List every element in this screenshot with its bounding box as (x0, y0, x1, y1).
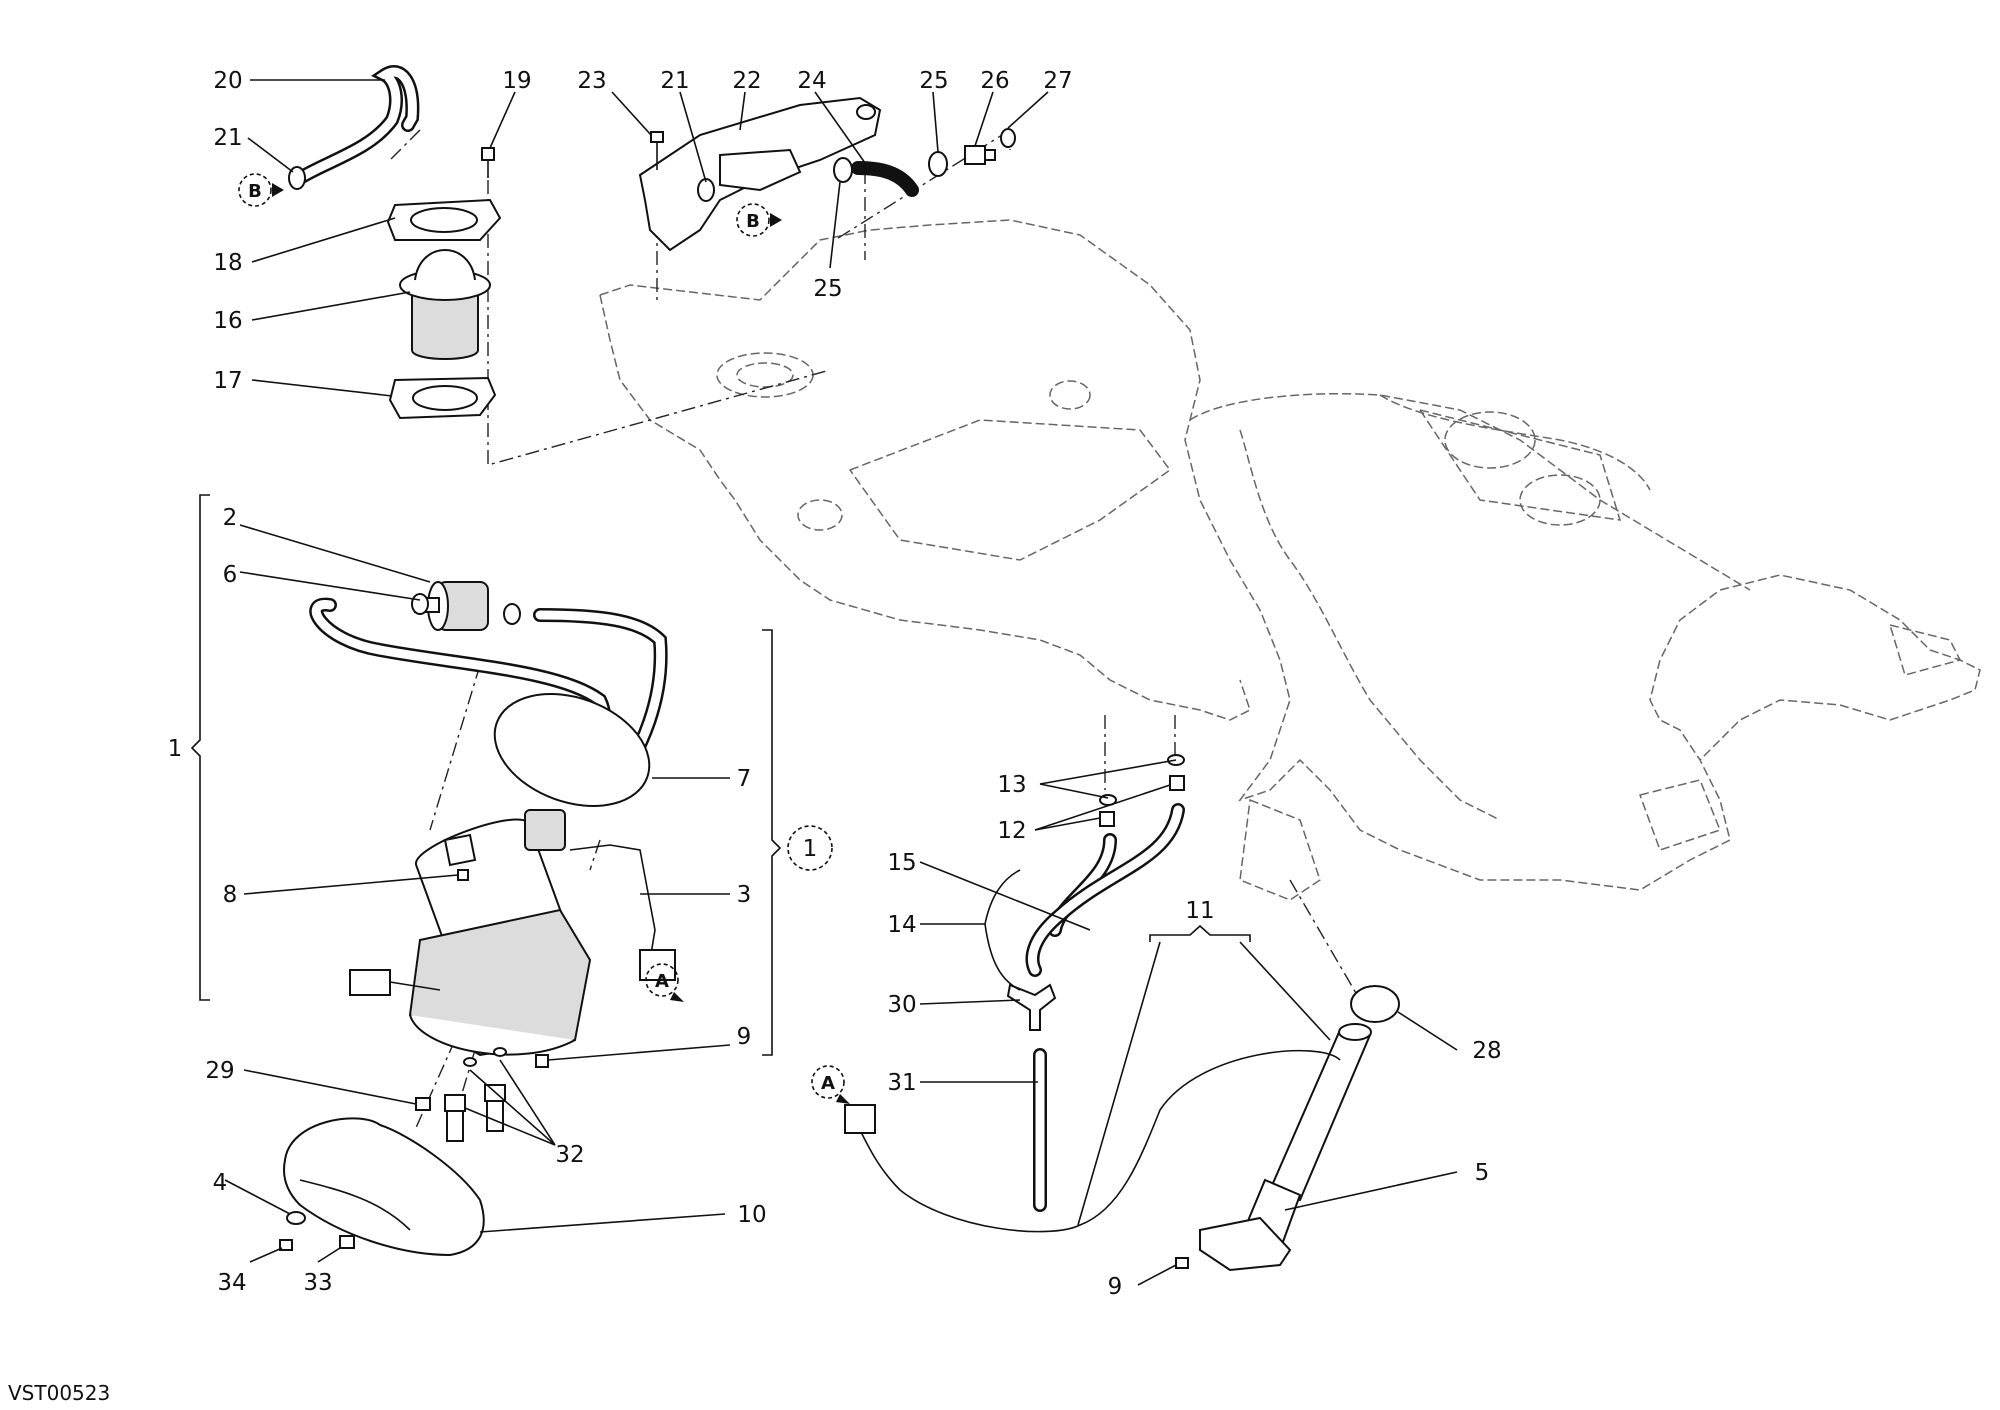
reference-marker-B-top: B (238, 173, 284, 207)
fitting-12-left (1099, 811, 1115, 827)
screws-8 (457, 869, 469, 881)
reference-marker-A-sender: A (811, 1065, 850, 1104)
washer-4 (286, 1211, 306, 1225)
screw-34 (279, 1239, 293, 1251)
svg-text:A: A (655, 971, 669, 992)
tank-bracket-22 (638, 96, 882, 252)
callout-33: 33 (303, 1270, 332, 1296)
o-ring-27 (1000, 128, 1016, 148)
svg-text:B: B (746, 211, 760, 232)
reference-marker-B-mid: B (736, 203, 782, 237)
callout-7: 7 (737, 766, 752, 792)
fuel-pump-3 (349, 809, 676, 1057)
hose-clamp-21-mid (697, 178, 715, 202)
nut-33 (339, 1235, 355, 1249)
callout-11: 11 (1185, 898, 1214, 924)
svg-text:B: B (248, 181, 262, 202)
callout-12: 12 (997, 818, 1026, 844)
callout-23: 23 (577, 68, 606, 94)
screw-19 (481, 147, 495, 178)
callout-22: 22 (732, 68, 761, 94)
screw-9-gauge (1175, 1257, 1189, 1269)
callout-25-top: 25 (919, 68, 948, 94)
callout-8: 8 (223, 882, 238, 908)
callout-15: 15 (887, 850, 916, 876)
callout-34: 34 (217, 1270, 246, 1296)
callout-9-gauge: 9 (1108, 1274, 1123, 1300)
callout-4: 4 (213, 1170, 228, 1196)
callout-1: 1 (168, 736, 183, 762)
callout-13: 13 (997, 772, 1026, 798)
callout-labels: 20 21 19 18 16 17 23 21 22 24 25 26 27 2… (168, 68, 1502, 1300)
o-ring-7 (493, 692, 651, 808)
callout-5: 5 (1475, 1160, 1490, 1186)
fuel-level-sender-11 (844, 985, 1400, 1272)
screws-9-pump (535, 1054, 549, 1068)
group-brace-1 (190, 494, 210, 1001)
callout-9-pump: 9 (737, 1024, 752, 1050)
connector-A (844, 1104, 876, 1134)
callout-28: 28 (1472, 1038, 1501, 1064)
pump-cover-10 (282, 1117, 485, 1257)
callout-20: 20 (213, 68, 242, 94)
fuel-lines (1006, 754, 1185, 1212)
callout-16: 16 (213, 308, 242, 334)
callout-10: 10 (737, 1202, 766, 1228)
callout-6: 6 (223, 562, 238, 588)
callout-30: 30 (887, 992, 916, 1018)
reference-marker-A-pump: A (645, 963, 684, 1002)
filler-cup-16 (399, 249, 491, 360)
callout-14: 14 (887, 912, 916, 938)
callout-21-mid: 21 (660, 68, 689, 94)
callout-19: 19 (502, 68, 531, 94)
o-ring-28 (1350, 985, 1400, 1023)
callout-29: 29 (205, 1058, 234, 1084)
callout-31: 31 (887, 1070, 916, 1096)
callout-21-top: 21 (213, 125, 242, 151)
callout-24: 24 (797, 68, 826, 94)
vent-hose-24 (851, 161, 919, 197)
breather-hose-20 (293, 65, 420, 185)
screw-23 (650, 131, 664, 170)
fitting-26 (964, 145, 996, 165)
hose-clamp-21-top (288, 166, 306, 190)
callout-27: 27 (1043, 68, 1072, 94)
leader-lines (224, 79, 1458, 1286)
group-marker-label: 1 (803, 836, 818, 862)
hose-clamps-25 (833, 151, 948, 183)
callout-3: 3 (737, 882, 752, 908)
callout-25-low: 25 (813, 276, 842, 302)
fitting-12-right (1169, 775, 1185, 791)
nut-29 (415, 1097, 431, 1111)
callout-2: 2 (223, 505, 238, 531)
callout-17: 17 (213, 368, 242, 394)
callout-32: 32 (555, 1142, 584, 1168)
group-brace-marker-1 (762, 629, 833, 1056)
callout-18: 18 (213, 250, 242, 276)
drawing-code: VST00523 (8, 1381, 110, 1405)
svg-text:A: A (821, 1073, 835, 1094)
t-connector-30 (1006, 983, 1057, 1031)
callout-26: 26 (980, 68, 1009, 94)
flange-18 (386, 198, 502, 241)
fuel-tank-outline (599, 219, 1981, 901)
gasket-17 (388, 376, 497, 420)
